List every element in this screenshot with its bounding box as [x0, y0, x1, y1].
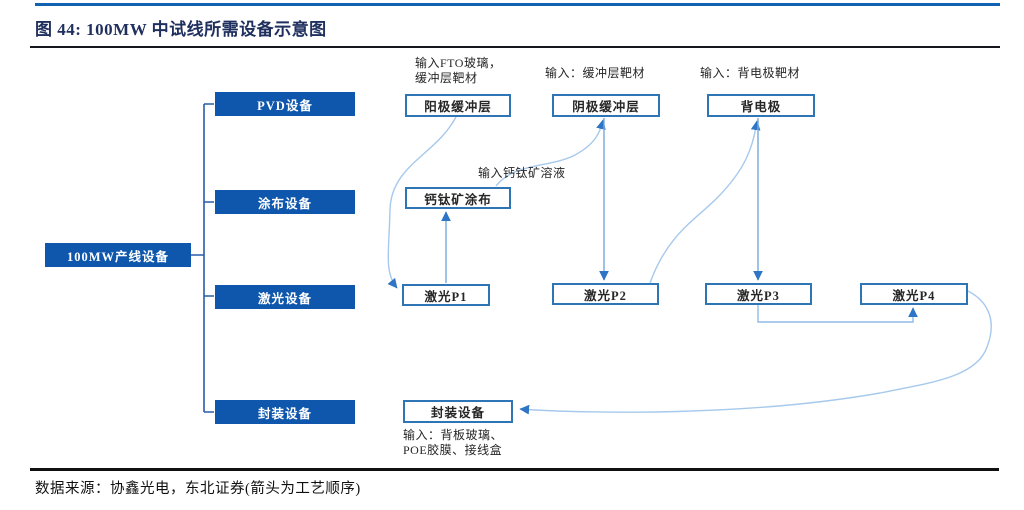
category-coating-equipment: 涂布设备	[215, 190, 355, 214]
note-perovskite-solution-input: 输入钙钛矿溶液	[478, 166, 566, 180]
process-label: 封装设备	[430, 406, 485, 420]
category-label: 涂布设备	[257, 196, 312, 211]
category-label: 激光设备	[257, 291, 312, 306]
process-perovskite-coating: 钙钛矿涂布	[405, 187, 511, 209]
category-label: 封装设备	[257, 406, 312, 421]
connector-p2-to-back-electrode	[649, 120, 761, 284]
process-label: 阴极缓冲层	[572, 100, 640, 114]
root-node-100mw-line: 100MW产线设备	[45, 243, 191, 267]
connector-p4-to-encapsulation	[519, 290, 992, 415]
process-label: 钙钛矿涂布	[424, 192, 492, 207]
category-pvd-equipment: PVD设备	[215, 92, 355, 116]
connector-p3-to-p4	[757, 305, 918, 323]
category-encapsulation-equipment: 封装设备	[215, 400, 355, 424]
process-label: 激光P1	[424, 289, 468, 304]
data-source-note: 数据来源：协鑫光电，东北证券(箭头为工艺顺序)	[35, 481, 361, 497]
process-encapsulation-unit: 封装设备	[403, 400, 513, 423]
process-laser-p4: 激光P4	[860, 283, 968, 305]
process-label: 背电极	[740, 100, 782, 114]
process-back-electrode: 背电极	[707, 94, 815, 117]
figure-title: 图 44: 100MW 中试线所需设备示意图	[35, 20, 327, 39]
root-bracket	[191, 103, 214, 413]
category-laser-equipment: 激光设备	[215, 285, 355, 309]
process-anode-buffer: 阳极缓冲层	[405, 94, 511, 117]
bottom-divider	[30, 468, 999, 471]
process-label: 激光P2	[584, 288, 627, 303]
process-laser-p2: 激光P2	[552, 283, 659, 305]
note-back-electrode-input: 输入：背电极靶材	[700, 66, 801, 80]
note-encapsulation-input: 输入：背板玻璃、 POE胶膜、接线盒	[403, 428, 504, 457]
title-underline	[30, 46, 1000, 48]
process-cathode-buffer: 阴极缓冲层	[552, 94, 660, 117]
root-node-label: 100MW产线设备	[66, 249, 170, 264]
process-label: 激光P4	[892, 288, 936, 303]
process-laser-p3: 激光P3	[705, 283, 812, 305]
note-cathode-buffer-input: 输入：缓冲层靶材	[545, 66, 646, 80]
process-label: 阳极缓冲层	[424, 100, 492, 114]
process-label: 激光P3	[737, 288, 780, 303]
process-laser-p1: 激光P1	[402, 284, 490, 306]
category-label: PVD设备	[257, 98, 313, 113]
note-anode-buffer-input: 输入FTO玻璃， 缓冲层靶材	[415, 56, 502, 85]
top-divider	[35, 3, 1000, 6]
